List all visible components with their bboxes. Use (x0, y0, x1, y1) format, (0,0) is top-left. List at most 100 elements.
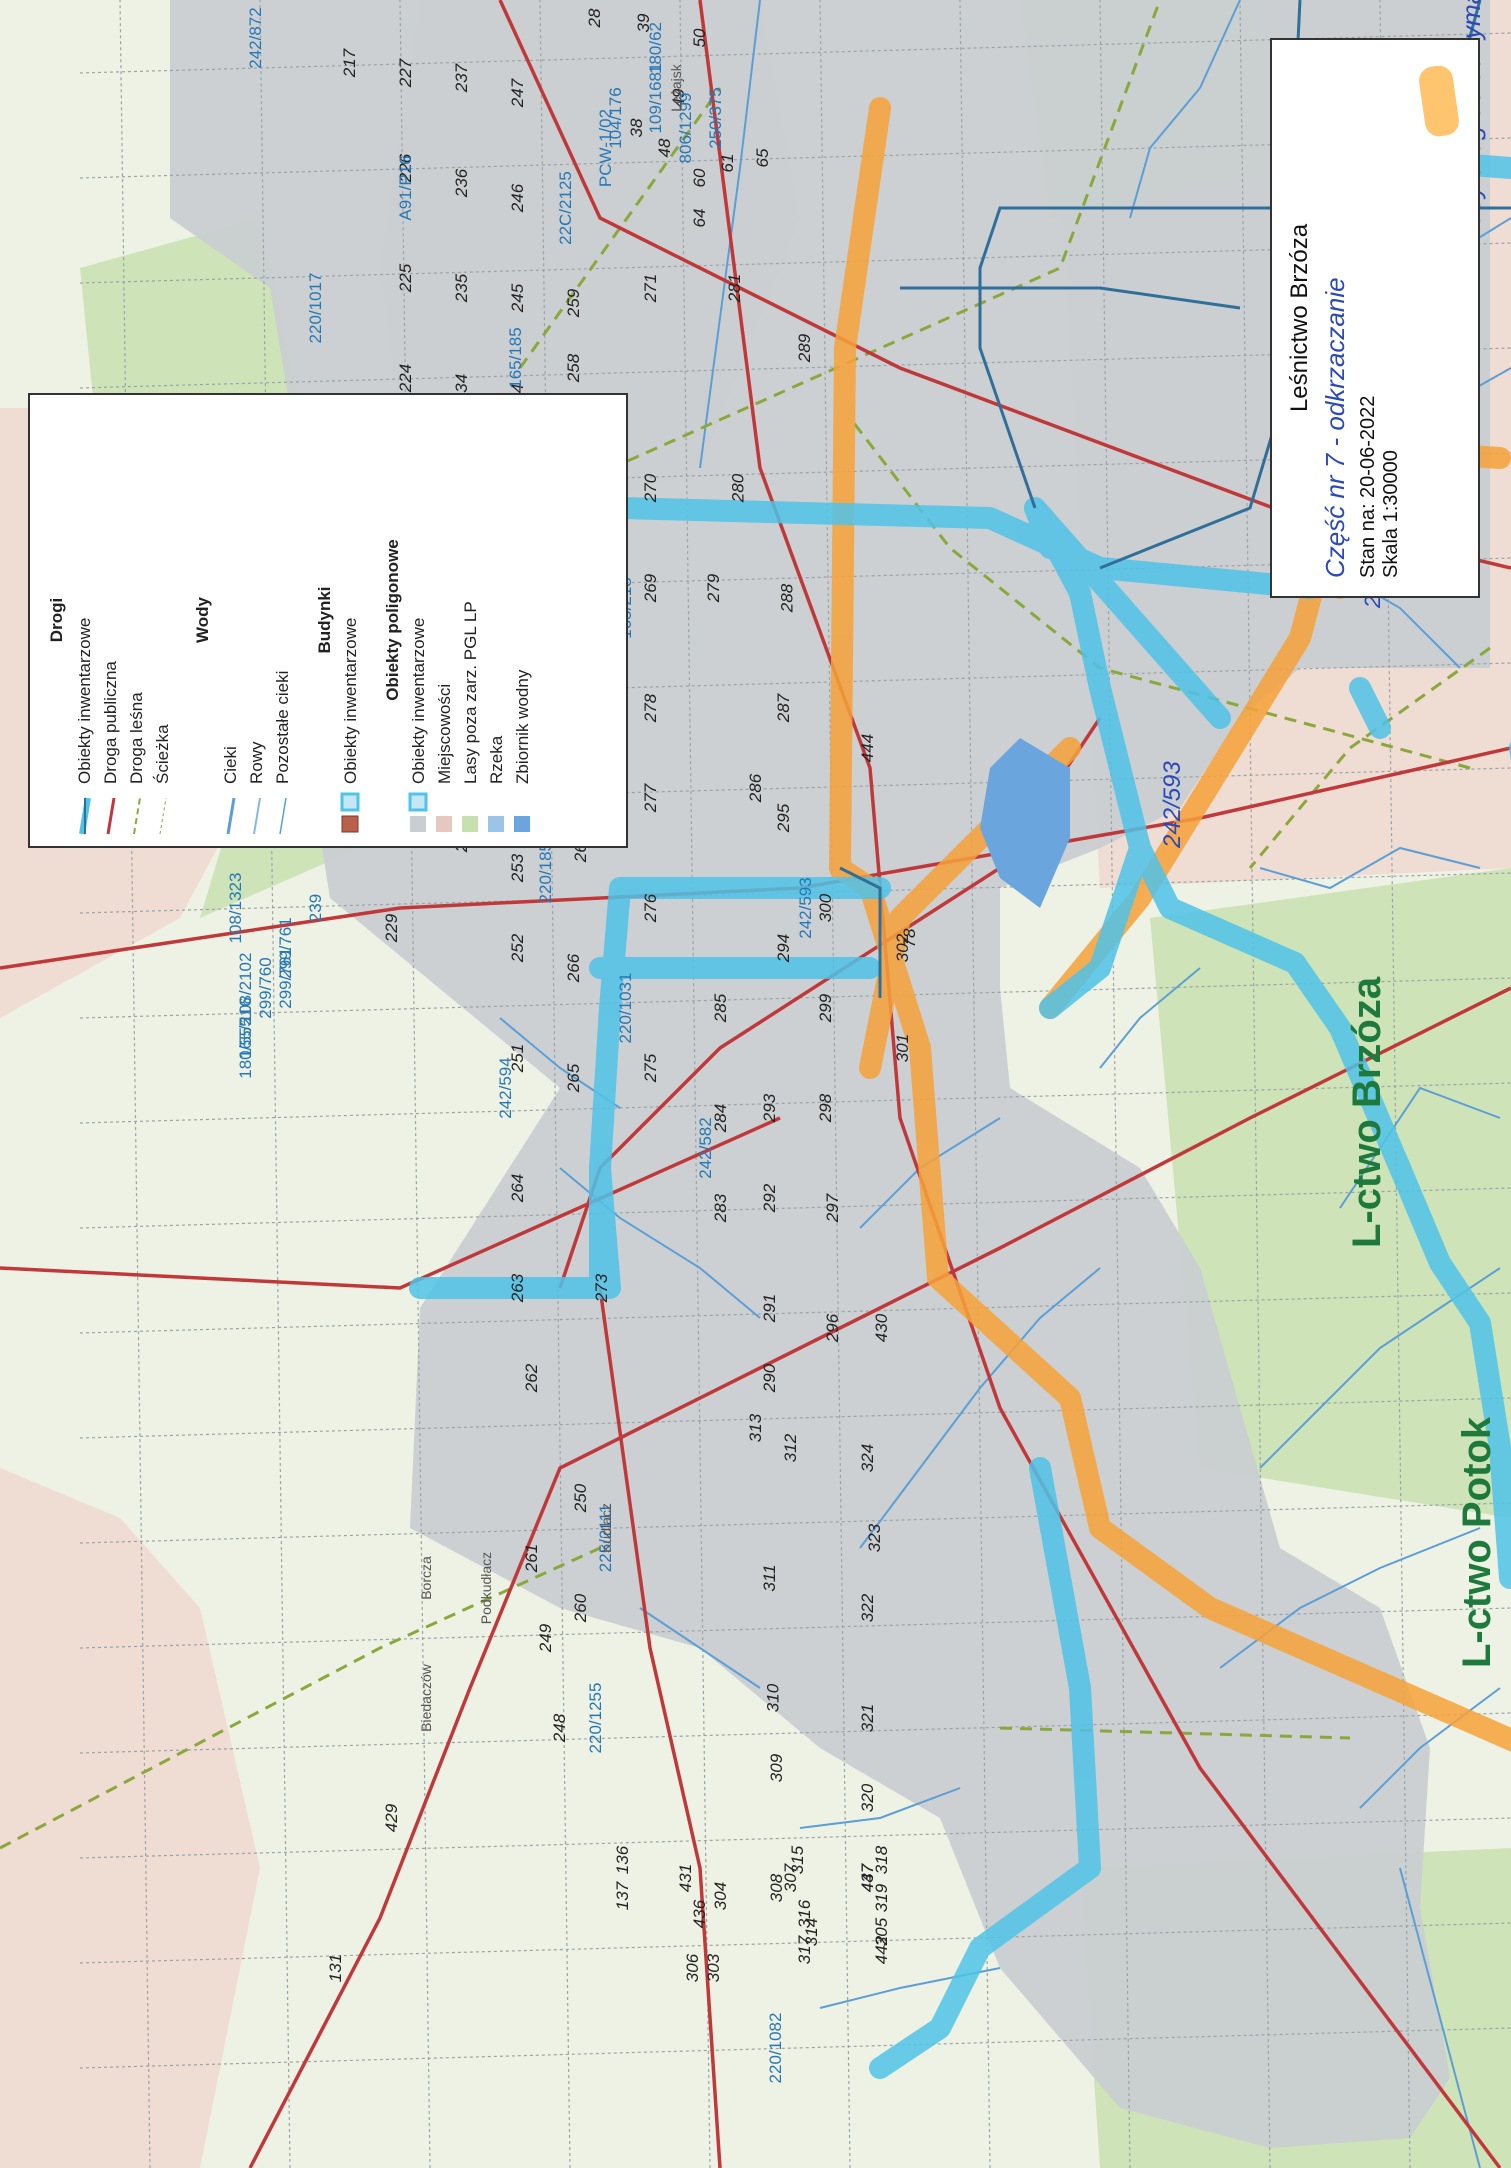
compartment-number: 293 (760, 1093, 779, 1123)
reservoir (980, 738, 1070, 908)
compartment-number: 280 (729, 473, 748, 503)
road-label: 242/582 (696, 1117, 715, 1178)
road-label: 108/1323 (226, 873, 245, 944)
compartment-number: 279 (704, 573, 723, 603)
compartment-number: 301 (893, 1034, 912, 1062)
stream (799, 1787, 961, 1829)
compartment-number: 312 (781, 1433, 800, 1462)
legend-polygon-item: Rzeka (487, 735, 506, 784)
road-label: 108/2102 (236, 953, 255, 1024)
forest-road (518, 87, 722, 369)
stream (1399, 1867, 1481, 2168)
forest-road (0, 1546, 601, 1850)
compartment-number: 287 (774, 693, 793, 723)
road-label: A91/P16 (396, 155, 415, 220)
compartment-number: 131 (326, 1954, 345, 1982)
legend-road-item: Droga leśna (127, 692, 146, 784)
legend-polygon-item: Obiekty inwentarzowe (409, 618, 428, 784)
legend-polygon-item: Miejscowości (435, 684, 454, 784)
grid-line (79, 242, 1511, 284)
road-label: 165/185 (506, 327, 525, 388)
compartment-number: 136 (613, 1845, 632, 1874)
compartment-number: 319 (872, 1883, 891, 1912)
compartment-number: 276 (641, 893, 660, 923)
compartment-number: 250 (571, 1483, 590, 1513)
inventory-road-highlight (869, 1677, 1101, 2079)
road-label: 180/555 (236, 1017, 255, 1078)
compartment-number: 273 (592, 1273, 611, 1303)
road-label: 225/2111 (596, 1504, 615, 1572)
grid-line (79, 1187, 1511, 1229)
compartment-number: 258 (564, 353, 583, 383)
road-label: 104/176 (606, 87, 625, 148)
compartment-number: 431 (676, 1864, 695, 1892)
grid-line (79, 1607, 1511, 1649)
scale-text: Skala 1:30000 (1380, 450, 1402, 578)
compartment-number: 65 (753, 148, 772, 167)
legend-water-item: Cieki (221, 746, 240, 784)
legend-road-item: Droga publiczna (101, 661, 120, 784)
compartment-number: 277 (641, 783, 660, 813)
legend-roads-header: Drogi (47, 598, 66, 642)
legend-swatch-other-forest (462, 816, 478, 832)
road-label: 239 (306, 894, 325, 922)
grid-line (79, 452, 1511, 494)
inventory-road (900, 286, 1241, 310)
compartment-number: 436 (690, 1899, 709, 1928)
forest-road (999, 1726, 1351, 1740)
compartment-number: 310 (764, 1683, 783, 1712)
compartment-number: 295 (774, 803, 793, 833)
legend-swatch-other-streams (279, 797, 287, 835)
legend-waters-header: Wody (193, 596, 212, 643)
compartment-number: 263 (508, 1273, 527, 1303)
district-labels: L-ctwo Brzóza L-ctwo Potok (1345, 976, 1499, 1668)
compartment-number: 311 (760, 1564, 779, 1591)
grid-line (79, 1397, 1511, 1439)
cleared-road-242-582 (829, 97, 1511, 1759)
road-label: 220/1082 (766, 2013, 785, 2084)
district-label-brzoza: L-ctwo Brzóza (1345, 976, 1389, 1248)
inventory-road-highlight (1024, 497, 1511, 1589)
compartment-number: 271 (641, 274, 660, 303)
compartment-number: 303 (704, 1953, 723, 1982)
road-label: 180/62 (646, 22, 665, 74)
grid-line (79, 1712, 1511, 1754)
compartment-number: 306 (683, 1953, 702, 1982)
grid-line (79, 1502, 1511, 1544)
compartment-number: 305 (872, 1917, 891, 1946)
forest-road (848, 417, 1471, 770)
stream (859, 1267, 1101, 1549)
grid-line (679, 0, 711, 2168)
grid-line (79, 32, 1511, 74)
compartment-number: 300 (816, 893, 835, 922)
road-label: PCW-1/02 (596, 109, 615, 187)
date-text: Stan na: 20-06-2022 (1357, 395, 1379, 578)
grid-line (79, 557, 1511, 599)
legend-polygons-header: Obiekty poligonowe (383, 539, 402, 701)
compartment-number: 265 (564, 1063, 583, 1093)
stream (639, 1607, 761, 1689)
compartment-number: 253 (508, 853, 527, 883)
compartment-number: 317 (795, 1935, 814, 1964)
compartment-number: 291 (760, 1294, 779, 1323)
road-label: 299/760 (256, 957, 275, 1018)
legend-road-item: Ścieżka (153, 724, 172, 784)
compartment-number: 309 (767, 1753, 786, 1782)
compartment-number: 290 (760, 1363, 779, 1393)
compartment-number: 264 (508, 1174, 527, 1203)
compartment-number: 224 (396, 364, 415, 393)
compartment-number: 307 (781, 1863, 800, 1892)
compartment-number: 320 (858, 1783, 877, 1812)
place-label: Kudlacz (598, 1503, 614, 1553)
grid-line (959, 0, 991, 2168)
forest-roads (0, 0, 1491, 1850)
compartment-number: 78 (900, 928, 919, 947)
public-road (698, 0, 1502, 2168)
legend-canvas: Drogi Obiekty inwentarzowe Droga publicz… (47, 539, 532, 835)
compartment-number: 283 (711, 1193, 730, 1223)
highlighter-sample (1417, 63, 1461, 139)
legend-swatch-building-highlight (340, 792, 360, 812)
road-label: 165/216 (236, 997, 255, 1058)
legend-swatch-public-road (106, 797, 116, 835)
